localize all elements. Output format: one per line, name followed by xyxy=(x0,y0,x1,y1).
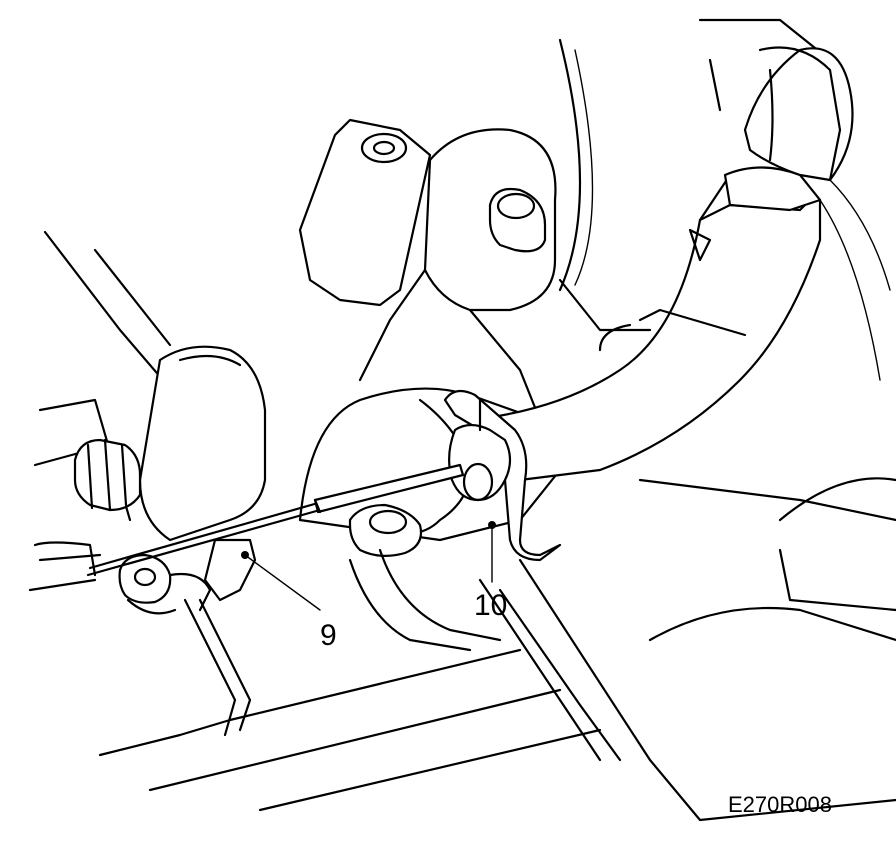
mounting-bracket xyxy=(298,118,557,422)
callout-9-leader xyxy=(244,554,321,611)
callout-9-label: 9 xyxy=(320,619,337,652)
lower-mount xyxy=(73,345,267,615)
leader-lines xyxy=(241,521,496,611)
cable-clip xyxy=(443,389,562,562)
parking-brake-cable xyxy=(28,463,465,592)
callout-10-label: 10 xyxy=(474,589,507,622)
cable-guide-arm xyxy=(468,46,891,482)
figure-code: E270R008 xyxy=(728,792,832,817)
body-panels xyxy=(33,18,896,822)
